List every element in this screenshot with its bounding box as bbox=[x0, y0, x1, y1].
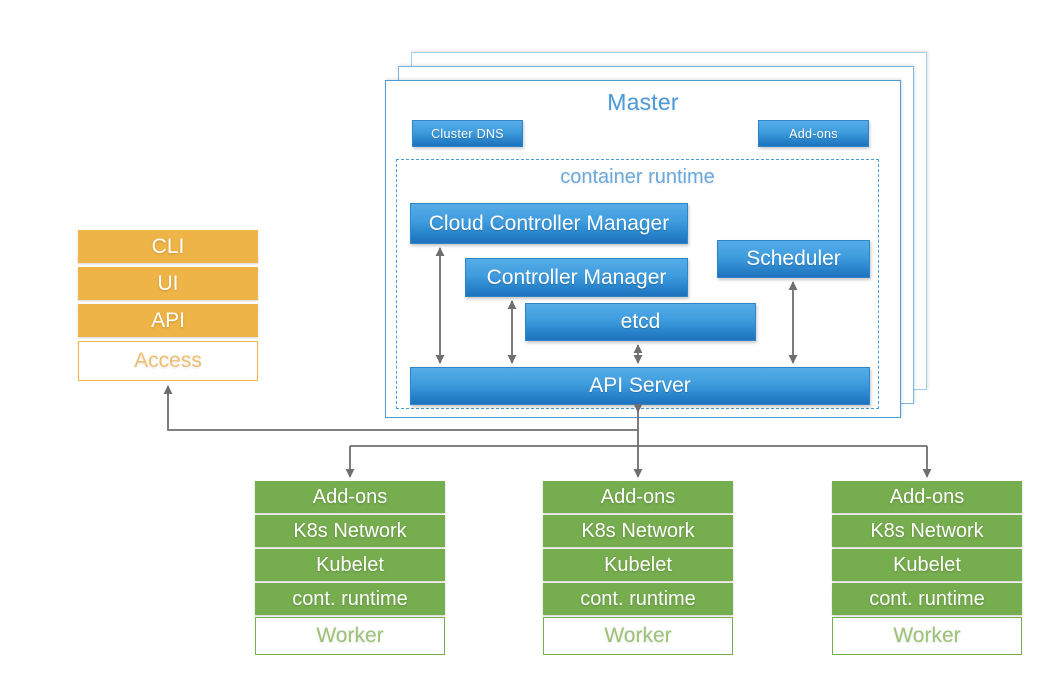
pill-cluster-dns-label: Cluster DNS bbox=[431, 126, 504, 141]
access-row-cli[interactable]: CLI bbox=[78, 230, 258, 263]
worker-node-1: Add-ons K8s Network Kubelet cont. runtim… bbox=[255, 481, 445, 656]
worker-row-kubelet[interactable]: Kubelet bbox=[255, 549, 445, 581]
worker-row-kubelet-label: Kubelet bbox=[893, 553, 961, 576]
worker-row-cont-runtime[interactable]: cont. runtime bbox=[543, 583, 733, 615]
component-scheduler-label: Scheduler bbox=[746, 247, 841, 270]
worker-row-k8s-network[interactable]: K8s Network bbox=[832, 515, 1022, 547]
access-row-api[interactable]: API bbox=[78, 304, 258, 337]
access-footer-label: Access bbox=[134, 349, 202, 372]
access-row-ui-label: UI bbox=[157, 271, 179, 295]
access-row-ui[interactable]: UI bbox=[78, 267, 258, 300]
worker-row-kubelet-label: Kubelet bbox=[316, 553, 384, 576]
component-controller-manager-label: Controller Manager bbox=[486, 265, 667, 289]
component-api-server-label: API Server bbox=[589, 374, 691, 397]
worker-footer: Worker bbox=[255, 617, 445, 655]
component-controller-manager[interactable]: Controller Manager bbox=[465, 258, 688, 297]
worker-row-cont-runtime-label: cont. runtime bbox=[580, 587, 696, 610]
component-api-server[interactable]: API Server bbox=[410, 367, 870, 405]
component-cloud-controller-manager[interactable]: Cloud Controller Manager bbox=[410, 203, 688, 244]
worker-row-cont-runtime[interactable]: cont. runtime bbox=[255, 583, 445, 615]
worker-footer: Worker bbox=[832, 617, 1022, 655]
access-row-api-label: API bbox=[151, 308, 185, 332]
worker-row-cont-runtime[interactable]: cont. runtime bbox=[832, 583, 1022, 615]
worker-row-kubelet[interactable]: Kubelet bbox=[543, 549, 733, 581]
worker-row-add-ons-label: Add-ons bbox=[600, 485, 676, 508]
worker-footer-label: Worker bbox=[316, 624, 384, 647]
component-scheduler[interactable]: Scheduler bbox=[717, 240, 870, 278]
pill-cluster-dns[interactable]: Cluster DNS bbox=[412, 120, 523, 147]
component-etcd[interactable]: etcd bbox=[525, 303, 756, 341]
pill-add-ons[interactable]: Add-ons bbox=[758, 120, 869, 147]
worker-row-k8s-network[interactable]: K8s Network bbox=[255, 515, 445, 547]
worker-row-k8s-network-label: K8s Network bbox=[293, 519, 407, 542]
worker-row-cont-runtime-label: cont. runtime bbox=[292, 587, 408, 610]
access-footer: Access bbox=[78, 341, 258, 381]
pill-add-ons-label: Add-ons bbox=[789, 126, 838, 141]
worker-row-k8s-network-label: K8s Network bbox=[870, 519, 984, 542]
worker-row-k8s-network[interactable]: K8s Network bbox=[543, 515, 733, 547]
container-runtime-title: container runtime bbox=[560, 166, 715, 188]
worker-row-add-ons[interactable]: Add-ons bbox=[543, 481, 733, 513]
worker-footer-label: Worker bbox=[893, 624, 961, 647]
access-row-cli-label: CLI bbox=[151, 234, 185, 258]
worker-footer: Worker bbox=[543, 617, 733, 655]
component-etcd-label: etcd bbox=[620, 310, 661, 333]
worker-row-kubelet[interactable]: Kubelet bbox=[832, 549, 1022, 581]
worker-row-kubelet-label: Kubelet bbox=[604, 553, 672, 576]
component-cloud-controller-manager-label: Cloud Controller Manager bbox=[428, 211, 670, 235]
master-title: Master bbox=[607, 89, 679, 115]
worker-node-2: Add-ons K8s Network Kubelet cont. runtim… bbox=[543, 481, 733, 656]
worker-row-cont-runtime-label: cont. runtime bbox=[869, 587, 985, 610]
worker-row-add-ons[interactable]: Add-ons bbox=[832, 481, 1022, 513]
worker-row-add-ons-label: Add-ons bbox=[889, 485, 965, 508]
worker-row-k8s-network-label: K8s Network bbox=[581, 519, 695, 542]
worker-node-3: Add-ons K8s Network Kubelet cont. runtim… bbox=[832, 481, 1022, 656]
access-stack: CLI UI API Access bbox=[78, 230, 258, 390]
worker-row-add-ons-label: Add-ons bbox=[312, 485, 388, 508]
worker-row-add-ons[interactable]: Add-ons bbox=[255, 481, 445, 513]
worker-footer-label: Worker bbox=[604, 624, 672, 647]
